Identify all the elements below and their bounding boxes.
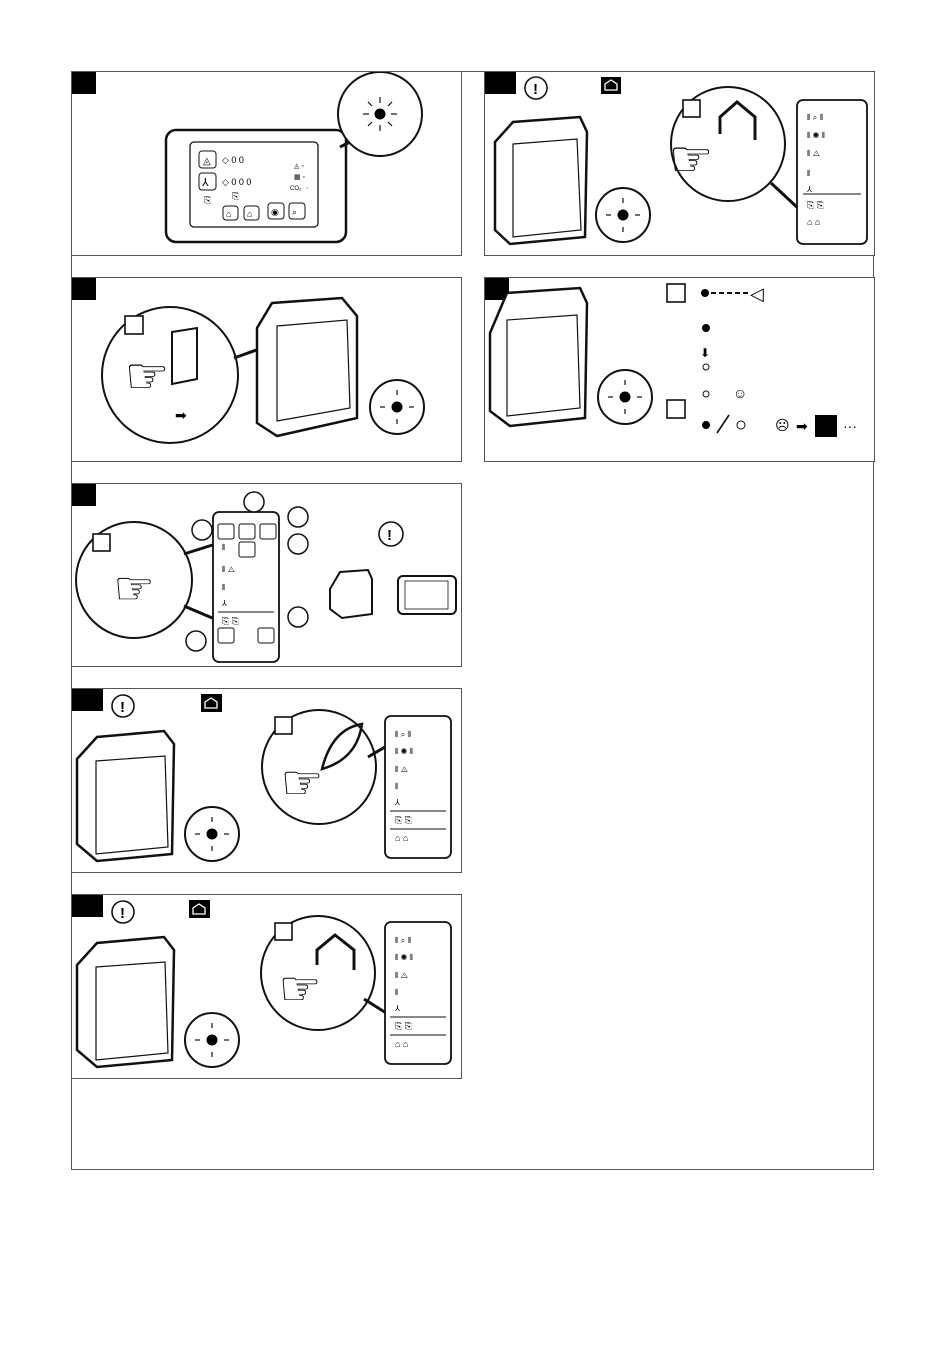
svg-text:⦀ ◉ ⦀: ⦀ ◉ ⦀ xyxy=(807,131,825,140)
svg-text:⦀ ⌕ ⦀: ⦀ ⌕ ⦀ xyxy=(395,936,411,945)
svg-text:⅄: ⅄ xyxy=(221,599,227,608)
svg-text:⦀: ⦀ xyxy=(807,169,811,178)
panel-away-exit: ! ☞ ⦀ ⌕ ⦀ ⦀ ◉ ⦀ ⦀ ◬ ⦀ ⅄ ⎘ ⎘ ⌂ ⌂ xyxy=(71,894,462,1079)
svg-text:⌕: ⌕ xyxy=(292,207,297,217)
svg-text:⅄: ⅄ xyxy=(394,798,400,807)
svg-text:⦀ ◬: ⦀ ◬ xyxy=(395,971,408,980)
svg-text:▦ ◦: ▦ ◦ xyxy=(294,174,305,181)
pointing-hand-icon: ☞ xyxy=(125,348,170,404)
pointing-hand-icon: ☞ xyxy=(278,963,321,1016)
panel-control-buttons: ☞ ⦀ ⦀ ◬ ⦀ ⅄ ⎘ ⎘ ! xyxy=(71,483,462,667)
svg-text:⎘: ⎘ xyxy=(232,191,239,201)
svg-text:◇ 0 0: ◇ 0 0 xyxy=(222,155,244,165)
control-panel-illustration: ◬ ⅄ ◇ 0 0 ◇ 0 0 0 ◬ ◦ ▦ ◦ CO₂ ◦ ⎘ ⎘ ⌂ ⌂ … xyxy=(72,72,462,256)
svg-text:!: ! xyxy=(120,699,125,716)
svg-text:⦀: ⦀ xyxy=(395,782,399,791)
eye-icon: ◁ xyxy=(750,284,764,304)
svg-text:⌂: ⌂ xyxy=(226,209,231,219)
arrow-right-icon: ➡ xyxy=(175,407,187,423)
svg-text:⎘: ⎘ xyxy=(204,195,211,205)
led-check-illustration: ◁ ⬇ ☺ ☹ ➡ ··· xyxy=(485,278,875,462)
svg-text:⌂ ⌂: ⌂ ⌂ xyxy=(395,1039,408,1049)
svg-text:◉: ◉ xyxy=(271,207,279,217)
svg-text:!: ! xyxy=(120,905,125,922)
house-arrow-icon xyxy=(201,694,222,712)
humidity-icon: ◬ xyxy=(203,156,211,167)
fan-icon: ⅄ xyxy=(201,177,209,189)
svg-text:⅄: ⅄ xyxy=(806,185,812,194)
arrow-right-icon: ➡ xyxy=(796,418,808,434)
svg-text:⎘ ⎘: ⎘ ⎘ xyxy=(395,815,412,825)
svg-text:⦀ ◬: ⦀ ◬ xyxy=(222,565,235,574)
svg-text:⦀ ⌕ ⦀: ⦀ ⌕ ⦀ xyxy=(807,113,823,122)
svg-text:!: ! xyxy=(533,81,538,98)
svg-text:⦀ ◉ ⦀: ⦀ ◉ ⦀ xyxy=(395,953,413,962)
house-arrow-icon xyxy=(189,900,210,918)
svg-text:◇ 0 0 0: ◇ 0 0 0 xyxy=(222,177,251,187)
smiley-icon: ☺ xyxy=(733,385,747,401)
eco-mode-illustration: ! ☞ ⦀ ⌕ ⦀ ⦀ ◉ ⦀ ⦀ ◬ ⦀ ⅄ ⎘ ⎘ ⌂ ⌂ xyxy=(72,689,462,873)
svg-text:⎘ ⎘: ⎘ ⎘ xyxy=(395,1021,412,1031)
svg-text:!: ! xyxy=(387,527,392,544)
pointing-hand-icon: ☞ xyxy=(280,757,323,810)
ellipsis-icon: ··· xyxy=(843,418,857,434)
panel-eco-mode: ! ☞ ⦀ ⌕ ⦀ ⦀ ◉ ⦀ ⦀ ◬ ⦀ ⅄ ⎘ ⎘ ⌂ ⌂ xyxy=(71,688,462,873)
panel-led-check: ◁ ⬇ ☺ ☹ ➡ ··· xyxy=(484,277,875,462)
svg-text:⦀ ◬: ⦀ ◬ xyxy=(395,765,408,774)
svg-text:⎘ ⎘: ⎘ ⎘ xyxy=(222,616,239,626)
frowning-icon: ☹ xyxy=(775,417,790,433)
co2-label: CO₂ xyxy=(290,186,302,192)
away-exit-illustration: ! ☞ ⦀ ⌕ ⦀ ⦀ ◉ ⦀ ⦀ ◬ ⦀ ⅄ ⎘ ⎘ ⌂ ⌂ xyxy=(72,895,462,1079)
panel-away-mode: ! ☞ ⦀ ⌕ ⦀ ⦀ ◉ ⦀ ⦀ ◬ ⦀ ⅄ ⎘ ⎘ ⌂ ⌂ xyxy=(484,71,875,256)
away-mode-illustration: ! ☞ ⦀ ⌕ ⦀ ⦀ ◉ ⦀ ⦀ ◬ ⦀ ⅄ ⎘ ⎘ ⌂ ⌂ xyxy=(485,72,875,256)
panel-open-cover: ☞ ➡ xyxy=(71,277,462,462)
svg-text:⌂ ⌂: ⌂ ⌂ xyxy=(395,833,408,843)
svg-text:⌂: ⌂ xyxy=(247,209,252,219)
svg-text:⌂ ⌂: ⌂ ⌂ xyxy=(807,217,820,227)
svg-text:⦀: ⦀ xyxy=(395,988,399,997)
svg-text:⦀ ⌕ ⦀: ⦀ ⌕ ⦀ xyxy=(395,730,411,739)
open-cover-illustration: ☞ ➡ xyxy=(72,278,462,462)
svg-text:⬇: ⬇ xyxy=(700,346,710,360)
pointing-hand-icon: ☞ xyxy=(113,562,154,614)
svg-text:⦀ ◬: ⦀ ◬ xyxy=(807,149,820,158)
svg-text:⅄: ⅄ xyxy=(394,1004,400,1013)
panel-control-panel-led: ◬ ⅄ ◇ 0 0 ◇ 0 0 0 ◬ ◦ ▦ ◦ CO₂ ◦ ⎘ ⎘ ⌂ ⌂ … xyxy=(71,71,462,256)
svg-text:⦀: ⦀ xyxy=(222,543,226,552)
blinking-led-icon xyxy=(363,97,397,131)
pointing-hand-icon: ☞ xyxy=(669,131,714,187)
svg-text:◬ ◦: ◬ ◦ xyxy=(294,163,304,170)
svg-text:⦀ ◉ ⦀: ⦀ ◉ ⦀ xyxy=(395,747,413,756)
svg-text:⦀: ⦀ xyxy=(222,583,226,592)
svg-text:⎘ ⎘: ⎘ ⎘ xyxy=(807,200,824,210)
control-buttons-illustration: ☞ ⦀ ⦀ ◬ ⦀ ⅄ ⎘ ⎘ ! xyxy=(72,484,462,667)
svg-text:◦: ◦ xyxy=(306,186,308,192)
